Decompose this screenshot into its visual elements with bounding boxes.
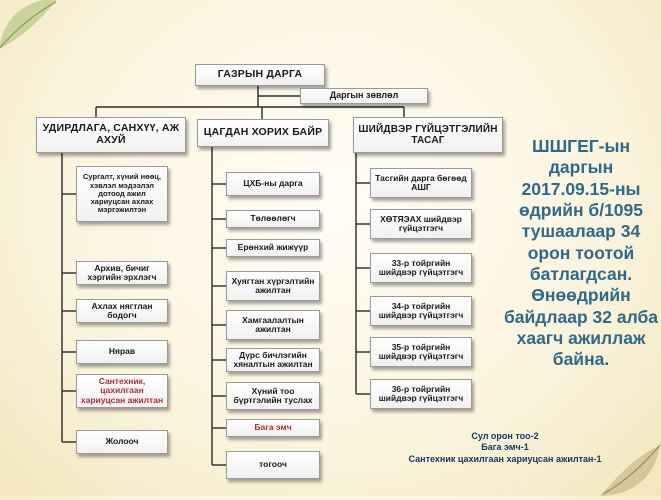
leaf-decoration-icon [600,444,661,496]
col2-item: Хуягтан хүргэлтийн ажилтан [226,271,320,301]
col2-item: ЦХБ-ны дарга [226,172,320,196]
col3-header: ШИЙДВЭР ГҮЙЦЭТГЭЛИЙН ТАСАГ [353,117,503,153]
col2-item: Дүрс бичлэгийн хяналтын ажилтан [226,348,320,372]
col2-header: ЦАГДАН ХОРИХ БАЙР [197,119,329,147]
col3-item: 36-р тойргийн шийдвэр гүйцэтгэгч [370,379,472,409]
col3-item: ХӨТЯЭАХ шийдвэр гүйцэтгэгч [370,209,472,239]
col2-item: Төлөөлөгч [226,210,320,228]
col1-item: Архив, бичиг хэргийн эрхлэгч [76,261,168,285]
note-line: Сул орон тоо-2 [471,431,539,441]
director-box: ГАЗРЫН ДАРГА [195,64,325,86]
col2-item: Хамгаалалтын ажилтан [226,310,320,340]
col1-item: Ахлах нягтлан бодогч [76,299,168,323]
council-box: Даргын зөвлөл [300,88,428,104]
note-line: Бага эмч-1 [481,442,529,453]
col2-item: тогооч [226,451,320,479]
col2-item: Бага эмч [226,419,320,437]
col3-item: 34-р тойргийн шийдвэр гүйцэтгэгч [370,296,472,326]
leaf-decoration-icon [0,0,58,49]
col3-item: 35-р тойргийн шийдвэр гүйцэтгэгч [370,337,472,367]
col1-item: Жолооч [76,430,168,454]
col3-item: Тасгийн дарга бөгөөд АШГ [370,168,472,198]
col1-item: Сургалт, хүний нөөц, хэвлэл мэдээлэл дот… [76,166,168,222]
col1-item: Нярав [76,340,168,364]
col1-item: Сантехник, цахилгаан хариуцсан ажилтан [76,374,168,408]
col2-item: Хүний тоо бүртгэлийн туслах [226,382,320,410]
vacancy-notes: Сул орон тоо-2 Бага эмч-1 Сантехник цахи… [360,431,650,465]
col1-header: УДИРДЛАГА, САНХҮҮ, АЖ АХУЙ [36,117,186,153]
col2-item: Ерөнхий жижүүр [226,239,320,257]
summary-statement: ШШГЕГ-ын даргын 2017.09.15-ны өдрийн б/1… [503,136,659,370]
note-line: Сантехник цахилгаан хариуцсан ажилтан-1 [408,453,602,464]
col3-item: 33-р тойргийн шийдвэр гүйцэтгэгч [370,253,472,283]
